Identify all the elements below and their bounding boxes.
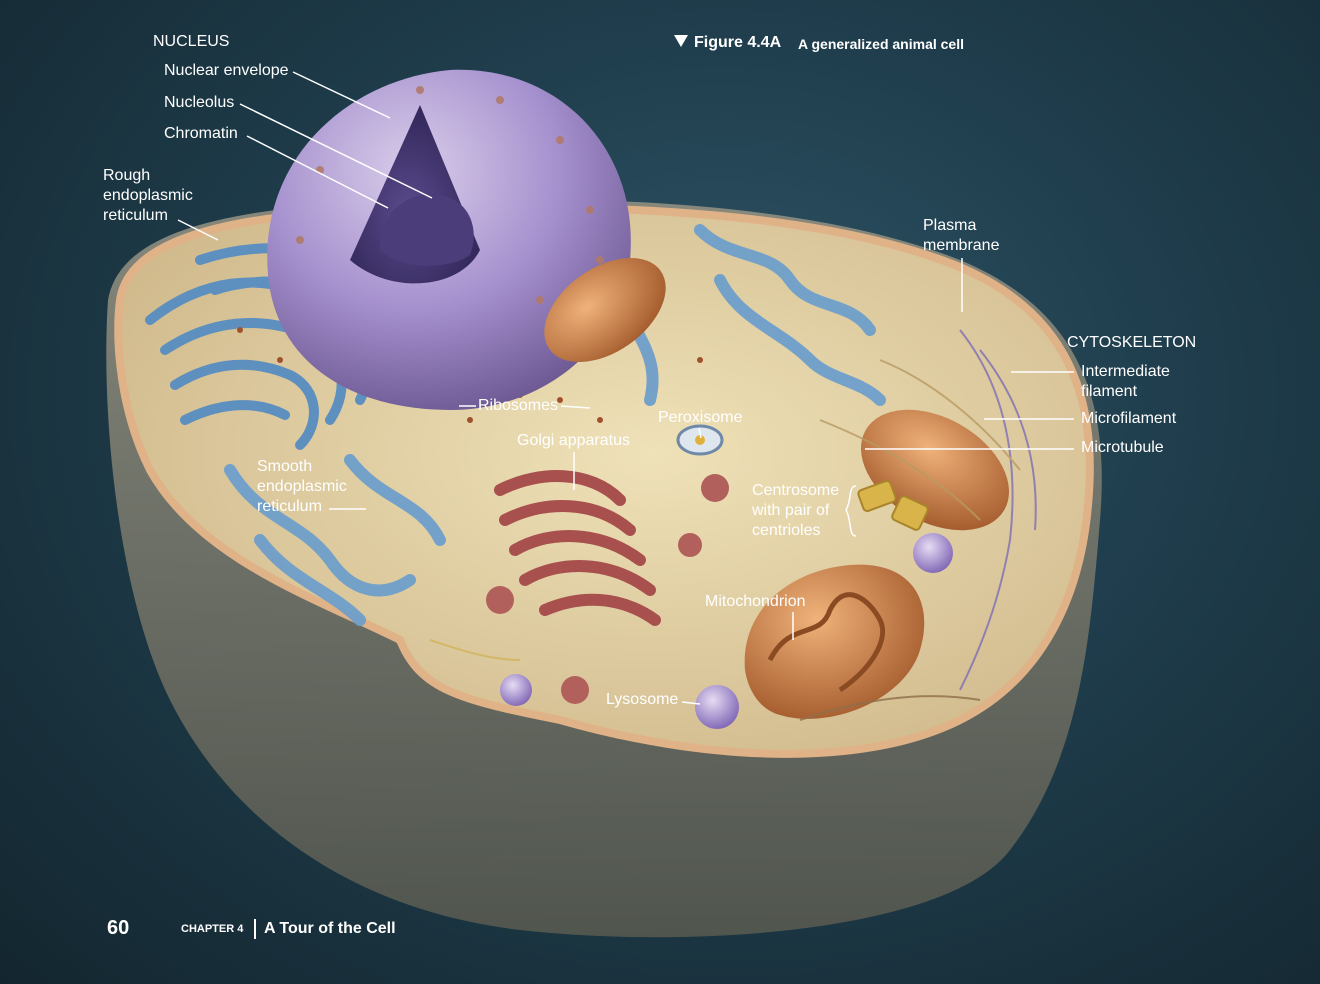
figure-title: A generalized animal cell <box>798 36 964 52</box>
golgi-shape <box>494 470 661 626</box>
figure-number: Figure 4.4A <box>694 34 782 51</box>
peroxisome-label: Peroxisome <box>658 409 743 426</box>
smooth-er-label: Smooth endoplasmic reticulum <box>257 458 347 515</box>
lysosome-label: Lysosome <box>606 691 679 708</box>
footer-divider <box>254 919 256 939</box>
nuclear-envelope-label: Nuclear envelope <box>164 62 289 79</box>
leader-lines <box>177 71 1074 705</box>
plasma-membrane-label: Plasma membrane <box>923 217 1000 254</box>
rough-er-label: Rough endoplasmic reticulum <box>103 167 193 224</box>
mitochondrion-bottom <box>744 564 925 719</box>
chapter-title: A Tour of the Cell <box>264 920 396 937</box>
golgi-label: Golgi apparatus <box>517 432 630 449</box>
microtubule-label: Microtubule <box>1081 439 1164 456</box>
intermediate-filament-label: Intermediate filament <box>1081 363 1170 400</box>
lysosome-shape-3 <box>500 674 532 706</box>
ribosomes-label: Ribosomes <box>478 397 559 414</box>
microfilament-label: Microfilament <box>1081 410 1177 427</box>
chromatin-label: Chromatin <box>164 125 238 142</box>
centrosome-shape <box>857 479 929 531</box>
smooth-er-shape <box>224 224 886 626</box>
centrosome-label: Centrosome with pair of centrioles <box>752 482 840 539</box>
cytoskeleton-heading: CYTOSKELETON <box>1067 334 1197 351</box>
figure-marker-icon <box>674 35 688 47</box>
lysosome-shape-2 <box>913 533 953 573</box>
lysosome-shape <box>695 685 739 729</box>
mitochondrion-right <box>861 409 1009 531</box>
golgi-vesicles <box>486 474 729 704</box>
mitochondrion-label: Mitochondrion <box>705 593 806 610</box>
mitochondrion-top <box>544 257 666 363</box>
page-number: 60 <box>107 917 130 939</box>
cytoskeleton-fibers <box>429 329 1037 721</box>
nucleus-heading: NUCLEUS <box>153 33 230 50</box>
nucleolus-label: Nucleolus <box>164 94 235 111</box>
chapter-label: CHAPTER 4 <box>181 923 244 935</box>
nucleus-shape <box>267 69 631 410</box>
